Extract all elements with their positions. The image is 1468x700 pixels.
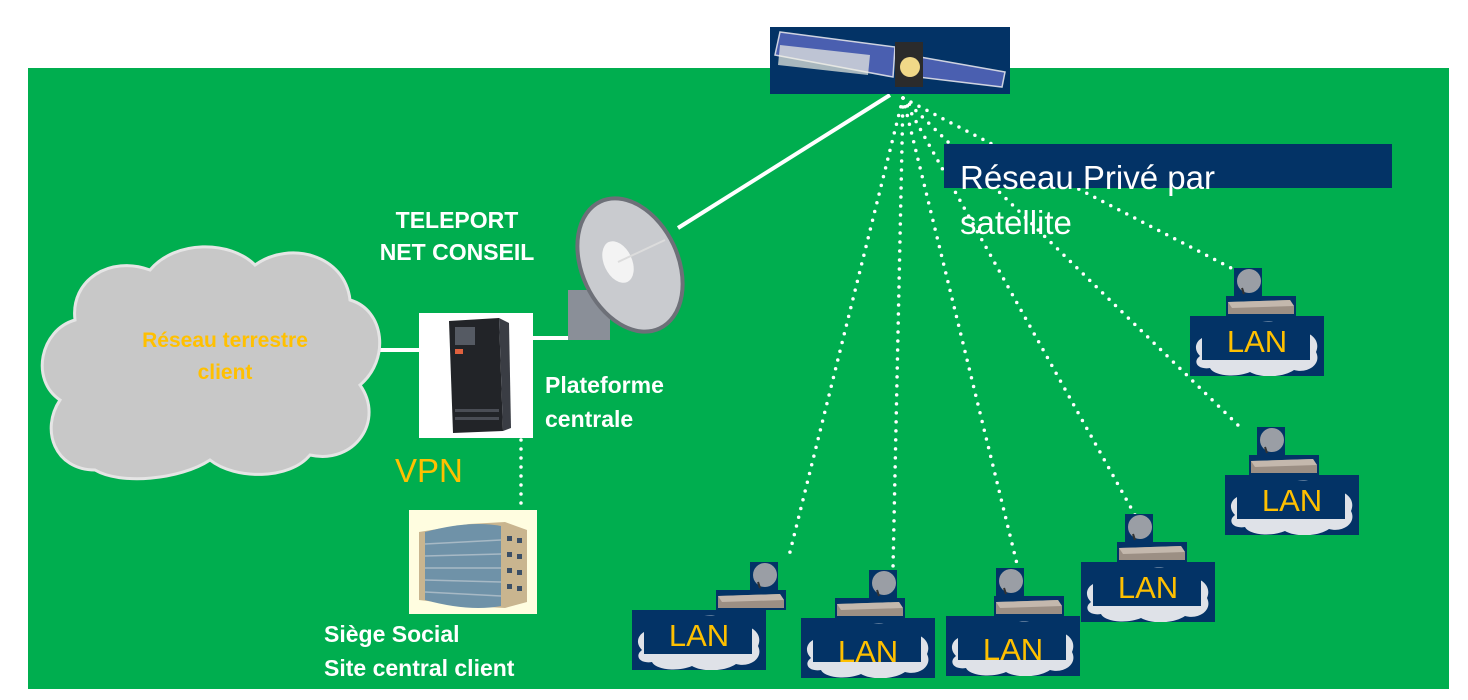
uplink-teleport-satellite <box>676 93 892 230</box>
remote-lan-site: LAN <box>632 562 786 682</box>
lan-label: LAN <box>668 618 730 653</box>
lan-label: LAN <box>1261 483 1323 518</box>
lan-label: LAN <box>1226 324 1288 359</box>
remote-lan-site: LAN <box>1081 514 1217 634</box>
vsat-modem-icon <box>1226 296 1296 316</box>
title-line-1: Réseau Privé par <box>960 159 1215 196</box>
vsat-dish-icon <box>1257 427 1285 455</box>
cloud-shape <box>638 615 760 670</box>
headquarters-building-icon <box>409 510 537 614</box>
teleport-antenna-icon <box>568 196 685 340</box>
vsat-dish-icon <box>996 568 1024 596</box>
siege-line-1: Siège Social <box>324 621 460 647</box>
cloud-line-2: client <box>197 361 253 384</box>
cloud-shape <box>1231 480 1353 535</box>
lan-label: LAN <box>837 634 899 669</box>
cloud-shape <box>952 621 1074 676</box>
lan-cloud-icon <box>1190 316 1324 376</box>
plateforme-line-1: Plateforme <box>545 372 664 398</box>
lan-label: LAN <box>982 632 1044 667</box>
sat-link-lan-5 <box>901 96 1245 432</box>
sat-link-lan-1 <box>786 96 905 562</box>
remote-lan-site: LAN <box>1225 427 1361 547</box>
cloud-line-1: Réseau terrestre <box>142 329 308 352</box>
remote-lan-site: LAN <box>801 570 937 690</box>
lan-cloud-icon <box>1225 475 1359 535</box>
siege-line-2: Site central client <box>324 655 515 681</box>
plateforme-line-2: centrale <box>545 406 634 432</box>
title-line-2: satellite <box>960 204 1072 241</box>
vsat-dish-icon <box>1125 514 1153 542</box>
terrestrial-cloud-icon <box>40 245 382 481</box>
vsat-dish-icon <box>869 570 897 598</box>
lan-cloud-icon <box>801 618 935 678</box>
sat-link-lan-2 <box>891 96 905 570</box>
vsat-dish-icon <box>1234 268 1262 296</box>
vpn-label: VPN <box>395 452 463 489</box>
teleport-line-1: TELEPORT <box>395 207 519 233</box>
sat-link-lan-6 <box>901 96 1237 272</box>
vsat-modem-icon <box>835 598 905 618</box>
cloud-shape <box>1087 567 1209 622</box>
lan-cloud-icon <box>632 610 766 670</box>
remote-lan-site: LAN <box>946 568 1082 688</box>
cloud-shape <box>1196 321 1318 376</box>
teleport-line-2: NET CONSEIL <box>379 239 535 265</box>
vsat-modem-icon <box>1249 455 1319 475</box>
headquarters-label: Siège Social Site central client <box>324 617 514 685</box>
teleport-label: TELEPORT NET CONSEIL <box>362 204 552 268</box>
vsat-modem-icon <box>716 590 786 610</box>
vsat-modem-icon <box>994 596 1064 616</box>
cloud-shape <box>807 623 929 678</box>
central-server-icon <box>419 313 533 438</box>
sat-link-lan-3 <box>901 96 1020 570</box>
vsat-dish-icon <box>750 562 778 590</box>
title-banner <box>944 144 1392 188</box>
satellite-icon <box>770 27 1010 94</box>
sat-link-lan-4 <box>901 96 1137 517</box>
central-platform-label: Plateforme centrale <box>545 368 664 436</box>
lan-label: LAN <box>1117 570 1179 605</box>
diagram-title: Réseau Privé par satellite <box>960 155 1400 245</box>
lan-cloud-icon <box>1081 562 1215 622</box>
terrestrial-network-label: Réseau terrestre client <box>80 325 370 389</box>
lan-cloud-icon <box>946 616 1080 676</box>
vsat-modem-icon <box>1117 542 1187 562</box>
remote-lan-site: LAN <box>1190 268 1326 388</box>
